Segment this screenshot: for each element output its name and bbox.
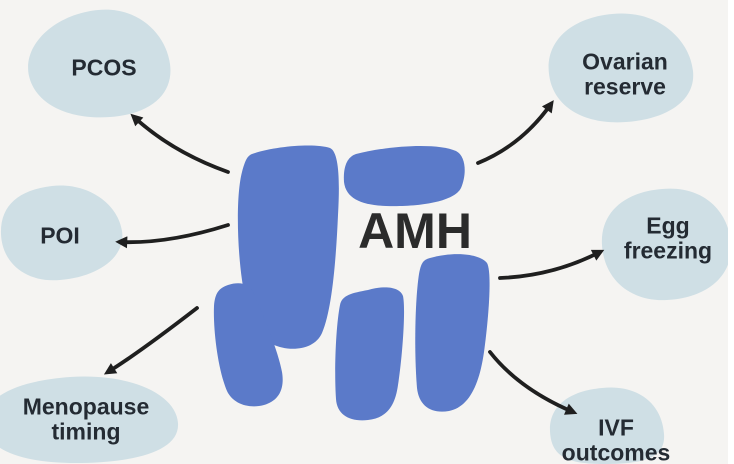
node-label-poi: POI [40,222,80,249]
center-shape-tall-left [237,145,339,349]
center-shape-bottom-middle [335,287,405,421]
arrow-to-poi [115,223,230,249]
arrow-to-egg [498,249,605,280]
node-label-menopause-timing: Menopause timing [22,393,150,445]
node-label-pcos: PCOS [71,54,137,81]
center-shape-top-right [343,145,465,207]
center-title: AMH [358,203,472,259]
arrow-to-menopause [103,306,199,375]
node-label-ivf-outcomes: IVF outcomes [561,414,671,464]
node-label-ovarian-reserve: Ovarian reserve [582,48,668,100]
ovarian-blob [548,13,694,123]
menopause-blob [0,376,179,464]
node-label-egg-freezing: Egg freezing [623,212,713,264]
arrow-to-ovarian [476,100,554,165]
poi-blob [0,185,123,281]
arrow-to-pcos [130,113,230,174]
right-edge-white-strip [728,0,734,464]
ivf-blob [549,387,665,464]
center-shape-bottom-left [213,283,283,407]
pcos-blob [28,9,171,118]
egg-blob [601,188,732,301]
arrow-to-ivf [488,350,578,415]
center-shape-right [415,254,490,412]
